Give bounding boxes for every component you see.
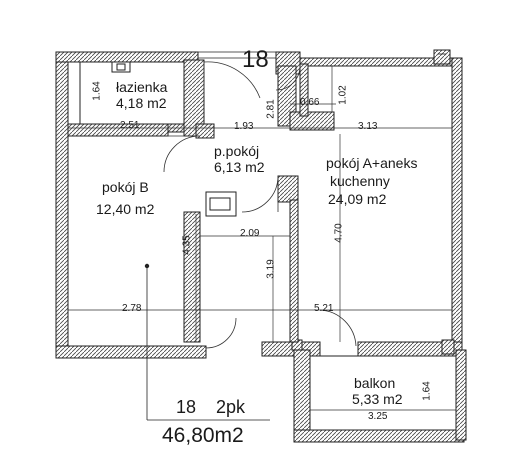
summary-unit-number: 18	[176, 397, 197, 417]
dim-lower-height: 3.19	[265, 259, 277, 279]
counter-icon	[205, 191, 237, 217]
room-a-area: 24,09 m2	[328, 191, 387, 207]
kitchen-fixtures	[205, 191, 237, 217]
bathtub-icon	[67, 61, 81, 125]
balcony-name: balkon	[354, 375, 396, 391]
dim-balcony-width: 3.25	[368, 411, 388, 422]
balcony-area: 5,33 m2	[352, 391, 403, 407]
bathroom-fixtures	[67, 61, 131, 125]
balcony-outline	[293, 349, 467, 443]
summary-unit-type: 2pk	[216, 397, 246, 417]
door-swings	[163, 61, 357, 349]
dim-niche-height: 1.02	[337, 85, 349, 105]
room-b-name: pokój B	[102, 179, 149, 195]
bathroom-name: łazienka	[116, 79, 168, 95]
dim-room-b-width: 2.78	[122, 303, 142, 314]
dim-room-a-width: 3.13	[358, 121, 378, 132]
dim-hall-top-width: 1.93	[234, 121, 254, 132]
window-marks	[198, 51, 446, 59]
dim-niche-width: 0.66	[300, 97, 320, 108]
dim-balcony-height: 1.64	[421, 381, 433, 401]
dim-room-a-bottom-width: 5.21	[314, 303, 334, 314]
washbasin-icon	[111, 61, 131, 73]
room-a-name: pokój A+aneks	[326, 155, 418, 171]
dim-room-b-height: 4.35	[181, 235, 193, 255]
summary-total-area: 46,80m2	[162, 424, 244, 447]
dimension-lines	[68, 66, 458, 411]
dim-hall-bottom-width: 2.09	[240, 228, 260, 239]
dim-bath-width: 2.51	[120, 120, 140, 131]
dim-room-a-height: 4.70	[333, 223, 345, 243]
hall-name: p.pokój	[214, 143, 260, 159]
summary-leader	[144, 263, 270, 421]
unit-number: 18	[242, 46, 269, 73]
room-b-area: 12,40 m2	[96, 201, 155, 217]
door-arc-icon	[203, 61, 261, 99]
hall-area: 6,13 m2	[214, 159, 265, 175]
dim-bath-height: 1.64	[91, 81, 103, 101]
room-a-name-line2: kuchenny	[330, 173, 390, 189]
bathroom-area: 4,18 m2	[116, 95, 167, 111]
dim-hall-wall-height: 2.81	[265, 99, 277, 119]
